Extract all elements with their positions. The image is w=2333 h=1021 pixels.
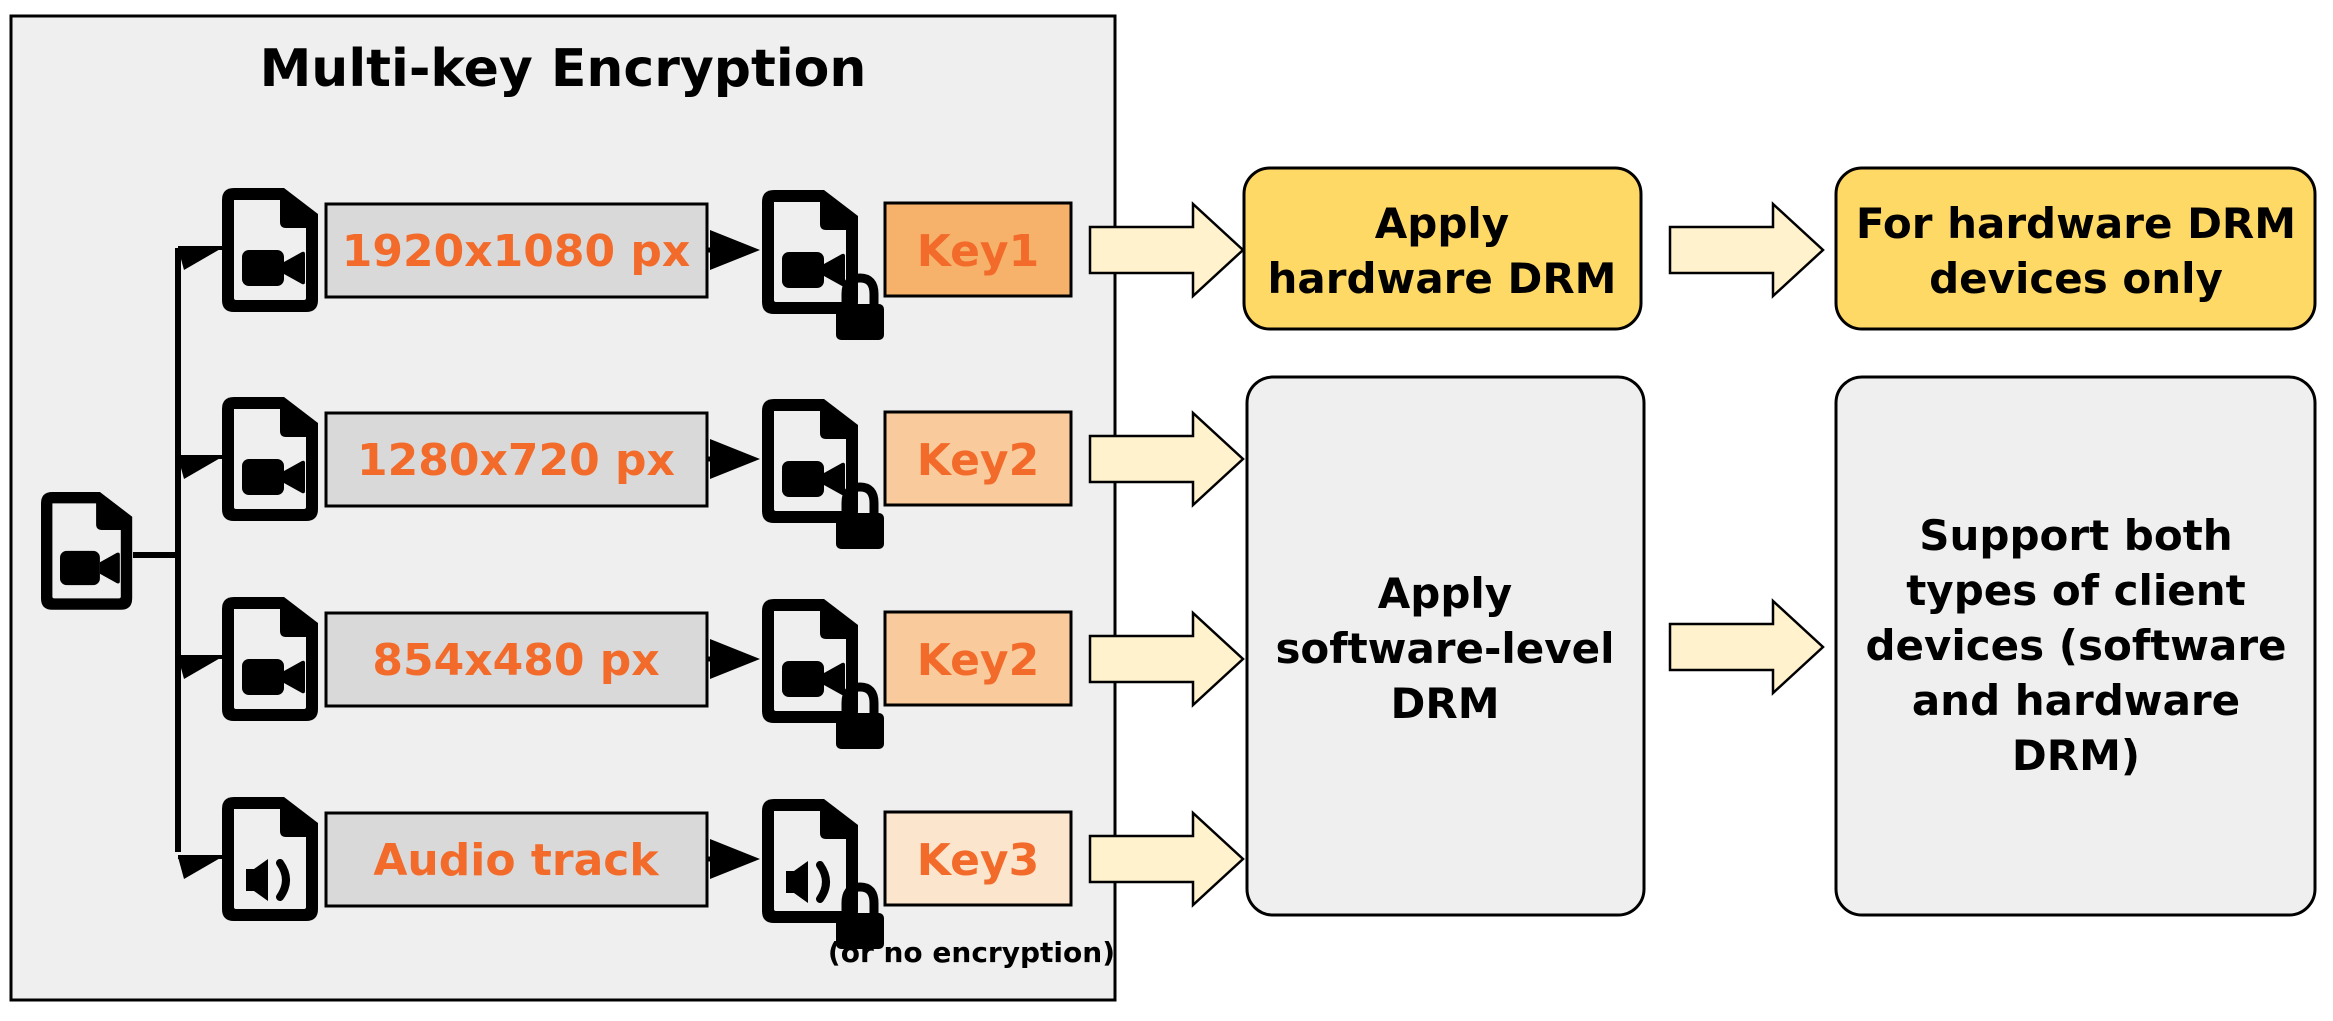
rendition-label: 854x480 px [372,635,659,686]
key-label: Key2 [917,635,1039,686]
branch-arrowhead [178,857,222,879]
key-label: Key1 [917,226,1039,277]
software-box-line-2: software-level [1275,624,1614,673]
flow-arrow-1 [1088,201,1245,299]
software-box-line-3: DRM [1391,679,1500,728]
software-result-line-5: DRM) [2012,731,2140,780]
branch-arrowhead [178,248,222,270]
software-result-line-1: Support both [1919,511,2232,560]
no-encryption-note: (or no encryption) [828,936,1115,969]
frame-title: Multi-key Encryption [260,39,867,99]
video-file-icon [222,597,318,721]
key-box [883,610,1073,707]
branch-arrowhead [178,657,222,679]
key-box [883,201,1073,298]
apply-hardware-drm-box [1242,166,1643,331]
encrypt-arrow [710,839,760,879]
encrypt-arrow [710,439,760,479]
software-box-line-1: Apply [1378,569,1512,618]
software-result-line-3: devices (software [1865,621,2286,670]
flow-arrow-2 [1088,410,1245,508]
result-arrow-hardware [1668,201,1825,299]
encryption-row: 1280x720 px Key2 [178,397,1073,549]
both-types-result-box [1834,375,2317,917]
hardware-box-line-2: hardware DRM [1268,254,1617,303]
apply-software-drm-box [1245,375,1646,917]
flow-arrow-4 [1088,810,1245,908]
encrypt-arrow [710,639,760,679]
source-video-file-icon [41,492,133,610]
encryption-row: Audio track Key3 [178,797,1073,949]
video-file-icon [222,397,318,521]
encryption-row: 1920x1080 px Key1 [178,188,1073,340]
rendition-label-box [324,411,709,508]
audio-file-icon [222,797,318,921]
branch-arrowhead [178,457,222,479]
hardware-result-line-2: devices only [1929,254,2223,303]
flow-arrow-3 [1088,610,1245,708]
hardware-result-line-1: For hardware DRM [1856,199,2296,248]
rendition-label-box [324,811,709,908]
rendition-label-box [324,202,709,299]
rendition-label-box [324,611,709,708]
rendition-label: 1280x720 px [357,435,675,486]
result-arrow-software [1668,598,1825,696]
rendition-label: 1920x1080 px [342,226,691,277]
video-file-icon [222,188,318,312]
key-label: Key2 [917,435,1039,486]
hardware-box-line-1: Apply [1375,199,1509,248]
hardware-only-result-box [1834,166,2317,331]
rendition-label: Audio track [373,835,660,886]
key-box [883,410,1073,507]
encrypt-arrow [710,230,760,270]
key-label: Key3 [917,835,1039,886]
key-box [883,810,1073,907]
software-result-line-2: types of client [1906,566,2246,615]
encryption-row: 854x480 px Key2 [178,597,1073,749]
software-result-line-4: and hardware [1912,676,2240,725]
